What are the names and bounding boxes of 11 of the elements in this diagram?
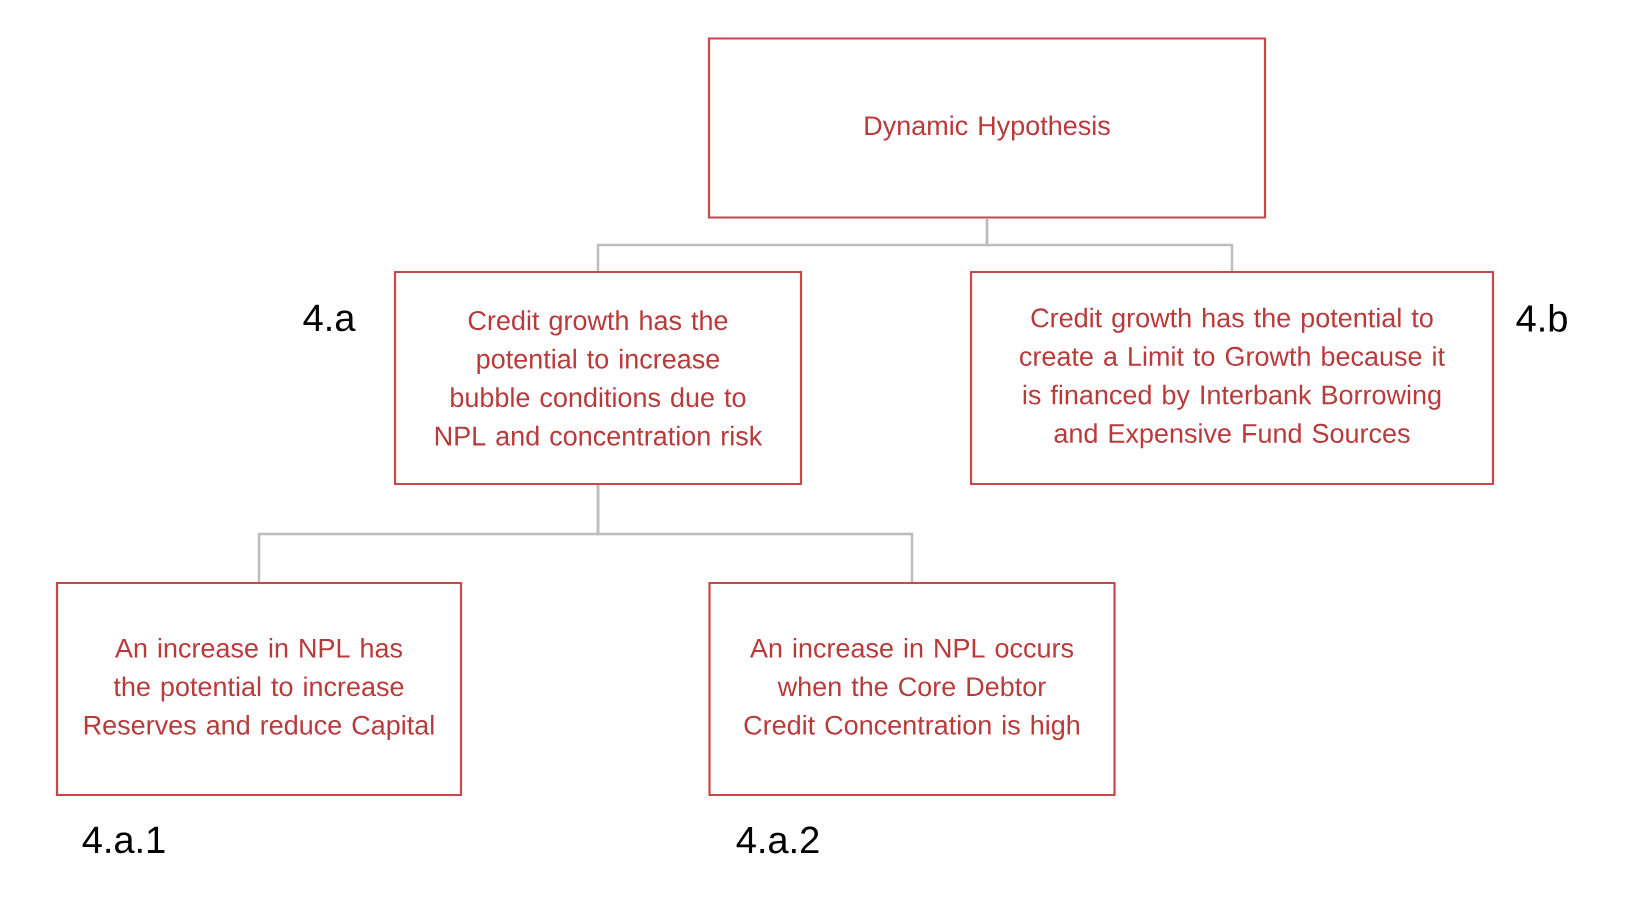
hypothesis-box: An increase in NPL occurs when the Core Debtor Credit Concentration is high bbox=[708, 581, 1116, 797]
item-number: 4.a bbox=[303, 304, 356, 332]
hypothesis-box: Credit growth has the potential to create a Limit to Growth because it is financed by Interbank Borrowing and Expensive Fund Sources bbox=[969, 270, 1495, 486]
connector-line bbox=[596, 485, 914, 582]
connector-line bbox=[985, 218, 1234, 271]
hypothesis-box: Credit growth has the potential to increase bubble conditions due to NPL and concentration risk bbox=[393, 270, 803, 486]
hypothesis-box: An increase in NPL has the potential to increase Reserves and reduce Capital bbox=[55, 581, 463, 797]
item-number: 4.a.1 bbox=[82, 826, 165, 854]
hypothesis-box: Dynamic Hypothesis bbox=[707, 37, 1267, 219]
item-number: 4.a.2 bbox=[736, 826, 819, 854]
item-number: 4.b bbox=[1516, 304, 1567, 332]
